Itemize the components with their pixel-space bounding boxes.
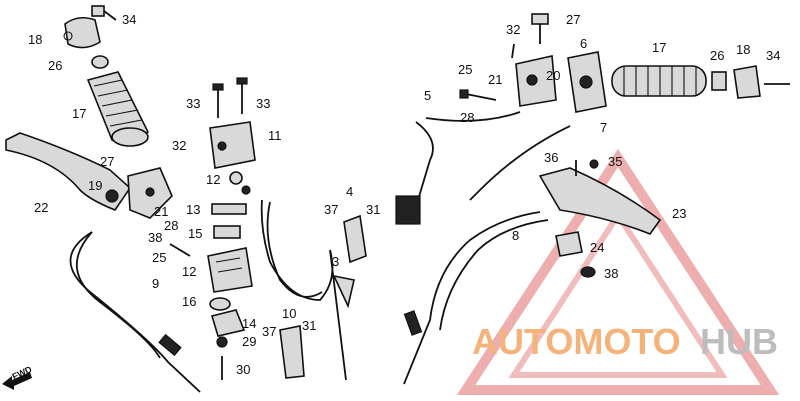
throttle-housing xyxy=(567,51,607,113)
callout: 17 xyxy=(72,106,86,121)
watermark-triangle xyxy=(456,148,780,395)
left-grip xyxy=(86,71,149,147)
watermark-text-a: AUTOMOTO xyxy=(472,321,681,362)
clamp-3 xyxy=(332,274,355,309)
nut-38-right xyxy=(580,266,596,278)
throttle-cable-right xyxy=(403,211,549,385)
callout: 16 xyxy=(182,294,196,309)
switch-housing-lower xyxy=(207,247,253,293)
callout: 37 xyxy=(324,202,338,217)
callout: 23 xyxy=(672,206,686,221)
callout: 13 xyxy=(186,202,200,217)
callout: 5 xyxy=(424,88,431,103)
callout: 18 xyxy=(736,42,750,57)
callout: 14 xyxy=(242,316,256,331)
callout: 9 xyxy=(152,276,159,291)
wiring-harness xyxy=(395,111,521,225)
callout: 34 xyxy=(766,48,780,63)
callout: 10 xyxy=(282,306,296,321)
bolts-33 xyxy=(212,77,248,118)
bracket-24 xyxy=(555,231,583,257)
callout: 31 xyxy=(366,202,380,217)
switch-parts-14 xyxy=(210,309,246,337)
callout: 33 xyxy=(256,96,270,111)
throttle-cable-left xyxy=(260,199,347,381)
cable-7 xyxy=(469,125,571,201)
callout: 8 xyxy=(512,228,519,243)
brake-lever xyxy=(538,167,662,235)
callout: 33 xyxy=(186,96,200,111)
switch-parts-16 xyxy=(209,297,231,311)
callout: 25 xyxy=(458,62,472,77)
lever-bracket xyxy=(127,167,173,219)
bolt-25-right xyxy=(459,89,497,101)
clamp-10 xyxy=(279,325,305,379)
screw-29 xyxy=(216,336,228,348)
callout: 29 xyxy=(242,334,256,349)
switch-plate-13 xyxy=(211,203,247,215)
callout: 4 xyxy=(346,184,353,199)
bolt-25-left xyxy=(169,243,191,257)
callout: 20 xyxy=(546,68,560,83)
collar-26-right xyxy=(711,71,727,91)
callout: 27 xyxy=(566,12,580,27)
callout: 37 xyxy=(262,324,276,339)
right-grip xyxy=(611,65,707,97)
clutch-cable xyxy=(69,231,201,393)
callout: 31 xyxy=(302,318,316,333)
callout: 36 xyxy=(544,150,558,165)
screw-32-right xyxy=(511,43,515,59)
callout: 12 xyxy=(182,264,196,279)
callout: 22 xyxy=(34,200,48,215)
callout: 12 xyxy=(206,172,220,187)
callout: 28 xyxy=(164,218,178,233)
callout: 27 xyxy=(100,154,114,169)
clamp-4 xyxy=(343,214,367,264)
callout: 26 xyxy=(710,48,724,63)
callout: 15 xyxy=(188,226,202,241)
callout: 6 xyxy=(580,36,587,51)
callout: 35 xyxy=(608,154,622,169)
callout: 19 xyxy=(88,178,102,193)
clutch-lever xyxy=(5,132,132,211)
fwd-arrow: FWD xyxy=(2,364,34,390)
callout: 25 xyxy=(152,250,166,265)
nut-35 xyxy=(589,159,599,169)
switch-small-parts xyxy=(229,171,251,195)
callout: 21 xyxy=(488,72,502,87)
callout: 21 xyxy=(154,204,168,219)
callout: 11 xyxy=(268,128,282,143)
switch-block-15 xyxy=(213,225,241,239)
watermark-logo: AUTOMOTO HUB xyxy=(472,321,778,362)
right-switch-housing xyxy=(515,55,557,107)
callout: 34 xyxy=(122,12,136,27)
callout: 28 xyxy=(460,110,474,125)
grip-end-cap-right xyxy=(733,65,761,99)
callout-labels: 34 18 26 17 33 33 11 32 27 12 19 21 22 2… xyxy=(28,12,780,377)
callout: 18 xyxy=(28,32,42,47)
screw-34 xyxy=(91,5,117,21)
callout: 32 xyxy=(506,22,520,37)
collar-26 xyxy=(91,55,109,69)
callout: 32 xyxy=(172,138,186,153)
callout: 24 xyxy=(590,240,604,255)
callout: 26 xyxy=(48,58,62,73)
screw-27-right xyxy=(531,13,549,44)
switch-housing-upper xyxy=(209,121,256,169)
watermark-text-b: HUB xyxy=(700,321,778,362)
grip-end-cap xyxy=(63,16,101,49)
callout: 3 xyxy=(332,254,339,269)
callout: 38 xyxy=(604,266,618,281)
callout: 7 xyxy=(600,120,607,135)
callout: 38 xyxy=(148,230,162,245)
callout: 17 xyxy=(652,40,666,55)
callout: 30 xyxy=(236,362,250,377)
